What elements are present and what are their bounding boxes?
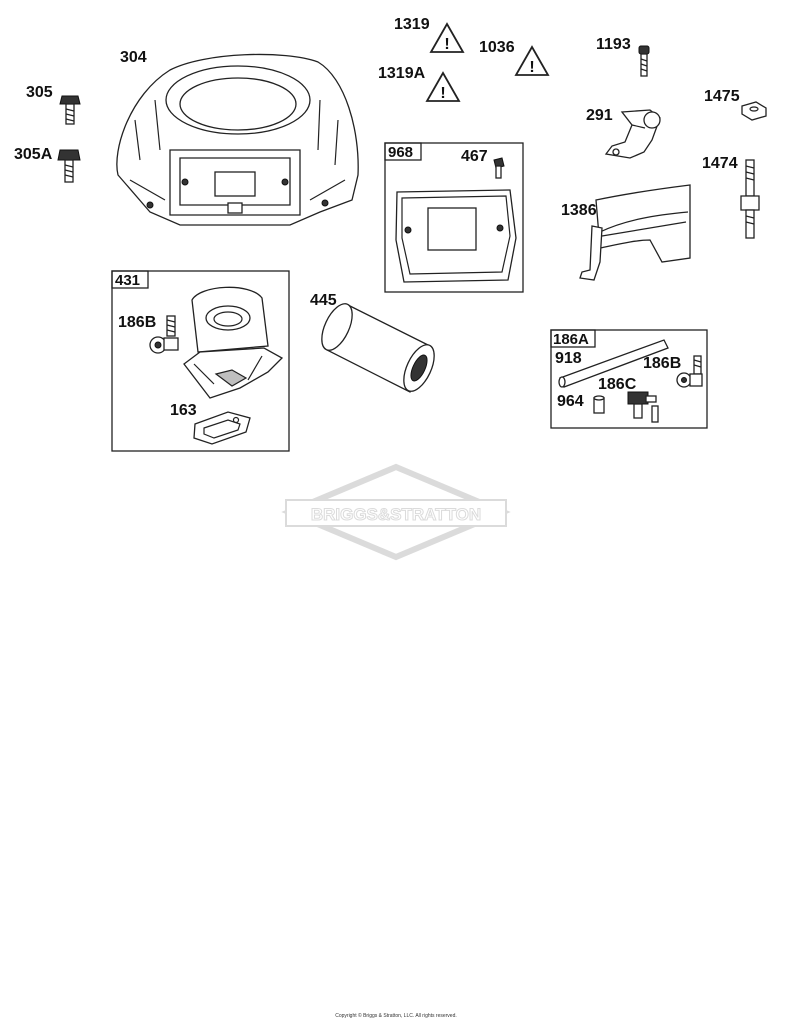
warning-triangle-icon: ! — [425, 71, 461, 102]
gasket-163 — [193, 411, 251, 445]
label-1386: 1386 — [561, 202, 597, 219]
label-304: 304 — [120, 49, 147, 66]
label-1319: 1319 — [394, 16, 430, 33]
label-186C: 186C — [598, 376, 637, 393]
bracket-291 — [604, 109, 661, 159]
label-163: 163 — [170, 402, 197, 419]
label-918: 918 — [555, 350, 582, 367]
air-filter-445 — [321, 303, 435, 393]
box-label-968: 968 — [388, 144, 413, 161]
label-467: 467 — [461, 148, 488, 165]
warning-triangle-icon: ! — [514, 45, 550, 76]
briggs-stratton-diamond-logo: BRIGGS&STRATTON — [281, 463, 511, 561]
warning-glyph-1319: ! — [444, 36, 449, 53]
label-445: 445 — [310, 292, 337, 309]
breather-186B-box186A — [676, 355, 703, 388]
label-1193: 1193 — [596, 36, 631, 53]
warning-glyph-1319A: ! — [440, 85, 445, 102]
sleeve-964 — [593, 395, 605, 414]
valve-186C — [627, 391, 659, 423]
breather-186B — [149, 315, 179, 354]
air-cleaner-base-431 — [183, 286, 284, 399]
box-968: 968 467 — [384, 142, 524, 293]
box-431: 431 186B 163 — [111, 270, 290, 452]
air-guide-1386 — [579, 184, 691, 281]
cover-968 — [395, 189, 517, 283]
box-label-186A: 186A — [553, 331, 589, 348]
bolt-305 — [59, 95, 81, 125]
label-1036: 1036 — [479, 39, 515, 56]
screw-467 — [493, 157, 505, 179]
stud-1474 — [740, 159, 760, 239]
warning-triangle-icon: ! — [429, 22, 465, 53]
box-186A: 186A 918 186B 186C 964 — [550, 329, 708, 429]
label-964: 964 — [557, 393, 584, 410]
warning-glyph-1036: ! — [529, 59, 534, 76]
screw-1193 — [638, 45, 650, 77]
bolt-305A — [57, 149, 81, 183]
box-label-431: 431 — [115, 272, 140, 289]
copyright-notice: Copyright © Briggs & Stratton, LLC. All … — [335, 1013, 457, 1019]
nut-1475 — [741, 101, 767, 121]
label-305A: 305A — [14, 146, 53, 163]
label-305: 305 — [26, 84, 53, 101]
label-186B-box186A: 186B — [643, 355, 681, 372]
hose-918 — [558, 339, 669, 388]
label-291: 291 — [586, 107, 613, 124]
label-1319A: 1319A — [378, 65, 426, 82]
blower-housing-304 — [116, 53, 359, 226]
label-186B-box431: 186B — [118, 314, 156, 331]
label-1474: 1474 — [702, 155, 738, 172]
watermark-text: BRIGGS&STRATTON — [311, 505, 481, 524]
label-1475: 1475 — [704, 88, 740, 105]
